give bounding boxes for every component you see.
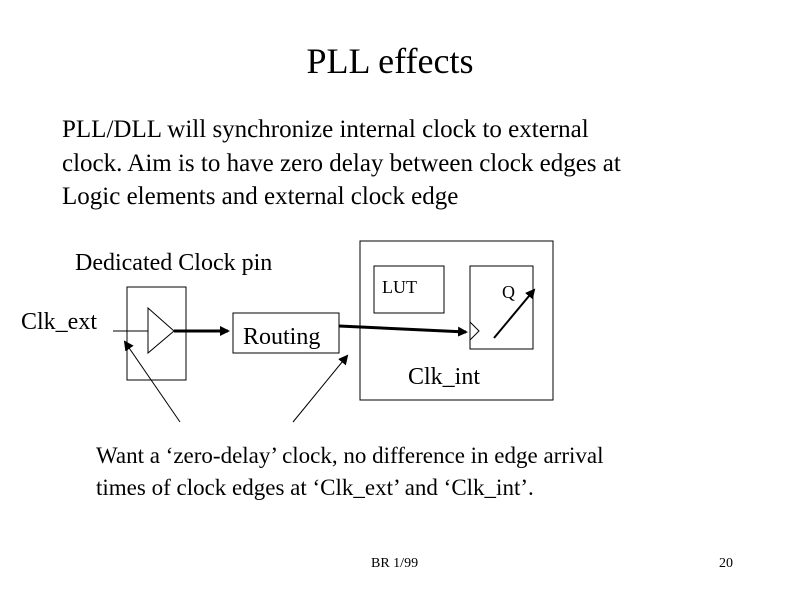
body-text-line: PLL/DLL will synchronize internal clock … bbox=[62, 116, 589, 143]
logic-element-box bbox=[359, 240, 554, 401]
lut-label: LUT bbox=[382, 277, 417, 297]
clk-ext-label: Clk_ext bbox=[21, 309, 97, 335]
clock-input-icon bbox=[469, 321, 480, 341]
flip-flop-box bbox=[469, 265, 534, 350]
routing-label: Routing bbox=[243, 324, 320, 350]
q-label: Q bbox=[502, 282, 515, 302]
body-text-line: Logic elements and external clock edge bbox=[62, 183, 459, 210]
page-number: 20 bbox=[719, 556, 733, 571]
slide-title: PLL effects bbox=[306, 41, 474, 81]
lut-box bbox=[373, 265, 445, 314]
note-text-line: Want a ‘zero-delay’ clock, no difference… bbox=[96, 443, 604, 468]
buffer-triangle-icon bbox=[147, 306, 175, 355]
routing-to-ff-arrow bbox=[338, 324, 468, 337]
note-text-line: times of clock edges at ‘Clk_ext’ and ‘C… bbox=[96, 475, 534, 500]
footer-left: BR 1/99 bbox=[371, 556, 418, 571]
routing-box bbox=[232, 312, 340, 354]
clk-int-label: Clk_int bbox=[408, 364, 480, 390]
pointer-arrow-routing bbox=[292, 354, 349, 423]
q-output-arrow bbox=[493, 288, 536, 339]
body-text-line: clock. Aim is to have zero delay between… bbox=[62, 150, 621, 177]
clock-buffer-box bbox=[126, 286, 187, 381]
dedicated-clock-pin-label: Dedicated Clock pin bbox=[75, 250, 272, 276]
pointer-arrow-clk-ext bbox=[123, 340, 181, 423]
